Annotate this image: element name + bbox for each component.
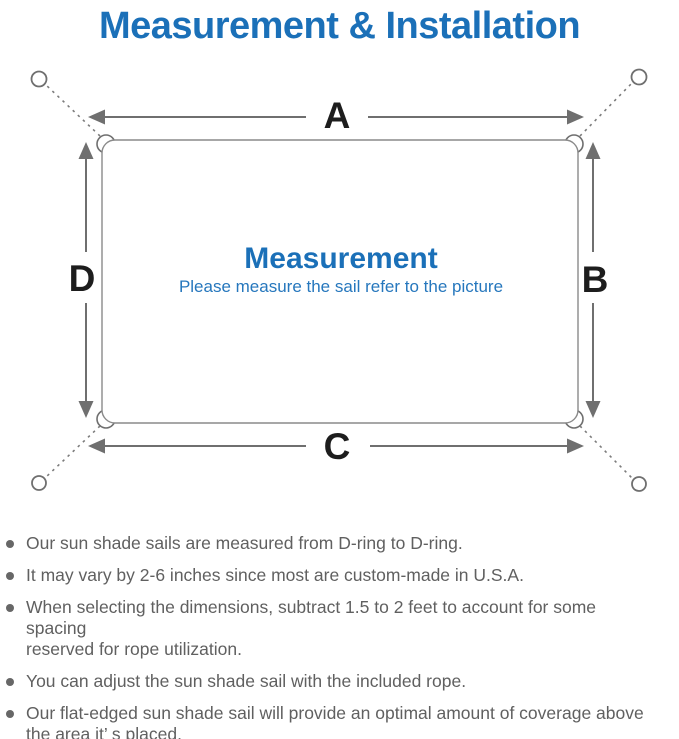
diagram-subtitle: Please measure the sail refer to the pic…: [179, 277, 503, 296]
dimension-arrow-c: [88, 438, 584, 454]
note-text: You can adjust the sun shade sail with t…: [26, 671, 467, 691]
bullet-icon: [6, 710, 14, 718]
diagram-heading: Measurement: [244, 242, 437, 275]
list-item: When selecting the dimensions, subtract …: [6, 597, 661, 660]
sail-outline: [101, 139, 579, 424]
page-title: Measurement & Installation: [98, 5, 581, 47]
bullet-icon: [6, 604, 14, 612]
anchor-point-top-right: [630, 68, 648, 86]
list-item: Our flat-edged sun shade sail will provi…: [6, 703, 661, 739]
anchor-point-bottom-right: [631, 476, 647, 492]
note-text: It may vary by 2-6 inches since most are…: [26, 565, 524, 585]
label-b: B: [582, 259, 609, 300]
list-item: Our sun shade sails are measured from D-…: [6, 533, 661, 554]
note-text: Our flat-edged sun shade sail will provi…: [26, 703, 644, 739]
anchor-point-top-left: [30, 70, 48, 88]
dimension-arrow-b: [585, 142, 601, 418]
list-item: You can adjust the sun shade sail with t…: [6, 671, 661, 692]
rope-line-bottom-right: [579, 425, 633, 479]
bullet-icon: [6, 678, 14, 686]
notes-list: Our sun shade sails are measured from D-…: [0, 533, 679, 739]
rope-line-bottom-left: [45, 425, 101, 478]
rope-line-top-right: [579, 82, 633, 137]
anchor-point-bottom-left: [31, 475, 47, 491]
rope-line-top-left: [45, 84, 101, 137]
label-c: C: [324, 426, 351, 467]
note-text: Our sun shade sails are measured from D-…: [26, 533, 463, 553]
dimension-arrow-a: [88, 109, 584, 125]
measurement-diagram: A C D B Measurement Please measure the s…: [30, 68, 648, 492]
bullet-icon: [6, 540, 14, 548]
dimension-arrow-d: [78, 142, 94, 418]
list-item: It may vary by 2-6 inches since most are…: [6, 565, 661, 586]
bullet-icon: [6, 572, 14, 580]
note-text: When selecting the dimensions, subtract …: [26, 597, 597, 659]
label-a: A: [324, 95, 351, 136]
label-d: D: [69, 258, 96, 299]
